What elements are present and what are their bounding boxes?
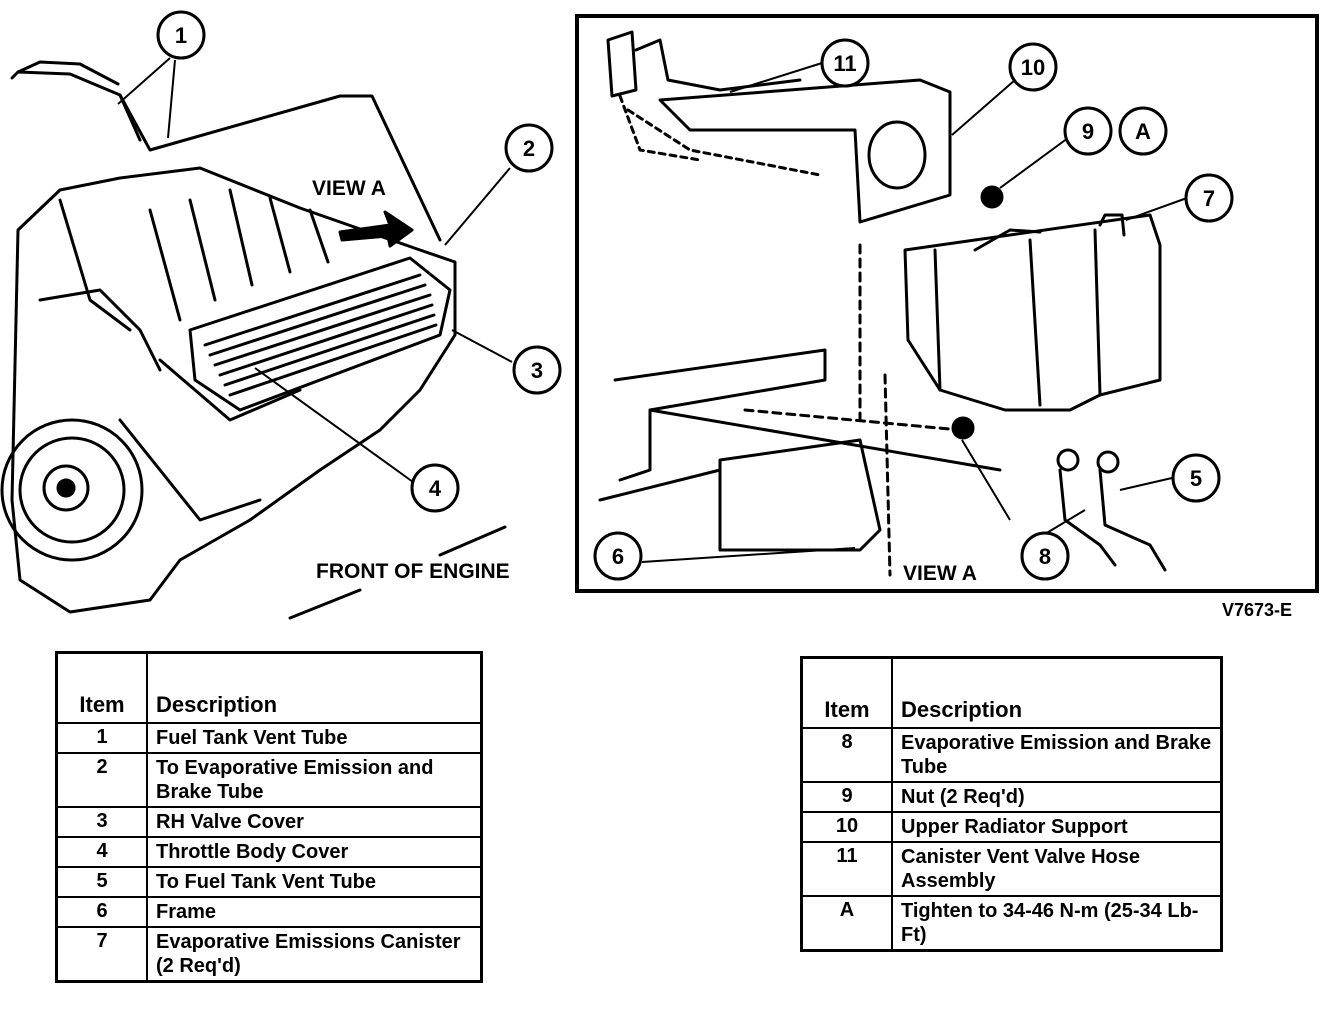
item-description: Upper Radiator Support xyxy=(891,811,1223,843)
evaporative-brake-tube xyxy=(1058,468,1117,567)
front-of-engine-arrow-upper xyxy=(438,525,507,557)
front-of-engine-label: FRONT OF ENGINE xyxy=(316,560,510,583)
item-number: 10 xyxy=(800,811,893,843)
callout-3: 3 xyxy=(531,358,543,383)
figure-id: V7673-E xyxy=(1222,600,1293,620)
item-number: A xyxy=(800,895,893,952)
fuel-tank-vent-tube xyxy=(10,70,442,242)
evaporative-canister xyxy=(903,213,1162,412)
callout-1: 1 xyxy=(175,23,187,48)
upper-radiator-support xyxy=(658,78,952,224)
view-a-frame xyxy=(575,14,1319,593)
item-number: 4 xyxy=(55,836,148,868)
callout-4: 4 xyxy=(429,476,442,501)
item-description: To Fuel Tank Vent Tube xyxy=(146,866,483,898)
item-description: Throttle Body Cover xyxy=(146,836,483,868)
item-description: To Evaporative Emission and Brake Tube xyxy=(146,752,483,808)
item-number: 1 xyxy=(55,722,148,754)
item-description: Frame xyxy=(146,896,483,928)
flywheel xyxy=(0,418,144,562)
item-number: 3 xyxy=(55,806,148,838)
callout-11: 11 xyxy=(833,51,856,76)
view-a-label: VIEW A xyxy=(312,177,386,200)
callout-6: 6 xyxy=(612,544,624,569)
engine-block xyxy=(10,166,457,614)
item-number: 2 xyxy=(55,752,148,808)
front-of-engine-arrow-lower xyxy=(288,588,362,620)
engine-illustration: 1 2 3 4 VIEW A FRONT OF ENGINE xyxy=(0,10,1319,620)
legend-header-item: Item xyxy=(800,656,893,729)
view-a-arrow xyxy=(338,210,414,248)
item-description: Fuel Tank Vent Tube xyxy=(146,722,483,754)
canister-vent-valve xyxy=(606,30,638,98)
legend-header-description: Description xyxy=(146,651,483,724)
callout-5: 5 xyxy=(1190,466,1202,491)
item-description: Nut (2 Req'd) xyxy=(891,781,1223,813)
item-number: 11 xyxy=(800,841,893,897)
legend-header-description: Description xyxy=(891,656,1223,729)
item-number: 9 xyxy=(800,781,893,813)
item-description: Tighten to 34-46 N-m (25-34 Lb-Ft) xyxy=(891,895,1223,952)
item-description: Evaporative Emissions Canister (2 Req'd) xyxy=(146,926,483,983)
item-description: Canister Vent Valve Hose Assembly xyxy=(891,841,1223,897)
callout-9: 9 xyxy=(1082,119,1094,144)
callout-8: 8 xyxy=(1039,544,1051,569)
legend-header-item: Item xyxy=(55,651,148,724)
item-description: RH Valve Cover xyxy=(146,806,483,838)
item-number: 6 xyxy=(55,896,148,928)
item-number: 8 xyxy=(800,727,893,783)
rh-valve-cover xyxy=(188,256,452,412)
item-description: Evaporative Emission and Brake Tube xyxy=(891,727,1223,783)
callout-7: 7 xyxy=(1203,186,1215,211)
nut-upper xyxy=(980,185,1004,209)
item-number: 7 xyxy=(55,926,148,983)
nut-lower xyxy=(951,416,975,440)
frame-rail xyxy=(613,348,827,482)
callout-10: 10 xyxy=(1021,55,1045,80)
callout-2: 2 xyxy=(523,136,535,161)
view-a-inset-label: VIEW A xyxy=(903,562,977,585)
callout-a: A xyxy=(1135,119,1151,144)
item-number: 5 xyxy=(55,866,148,898)
